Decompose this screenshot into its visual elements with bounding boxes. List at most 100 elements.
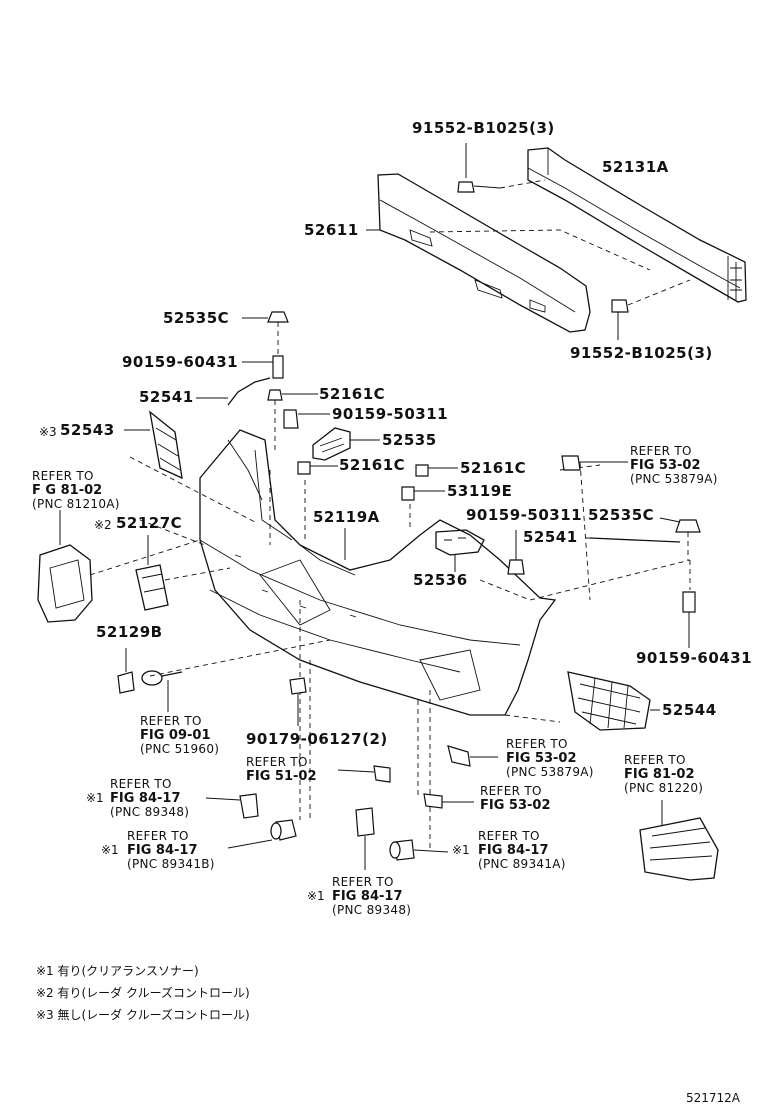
screw-90159-50311-b bbox=[507, 530, 525, 575]
ref-81220-fig: FIG 81-02 bbox=[624, 767, 695, 782]
mark-note-1a: ※1 bbox=[86, 791, 104, 805]
label-52535C-left: 52535C bbox=[163, 309, 229, 327]
ref-53-02-b-line1: REFER TO bbox=[480, 784, 542, 798]
ref-81210-fig: F G 81-02 bbox=[32, 483, 102, 498]
fog-lamp-left bbox=[37, 510, 93, 623]
ref-89348-b-fig: FIG 84-17 bbox=[332, 889, 403, 904]
bracket-52536 bbox=[435, 529, 485, 572]
ref-89341B-fig: FIG 84-17 bbox=[127, 843, 198, 858]
mark-note-1c: ※1 bbox=[452, 843, 470, 857]
label-91552-top: 91552-B1025(3) bbox=[412, 119, 555, 137]
label-52543: 52543 bbox=[60, 421, 115, 439]
ref-89348-b-pnc: (PNC 89348) bbox=[332, 903, 411, 917]
label-52611: 52611 bbox=[304, 221, 359, 239]
ref-51-02-fig: FIG 51-02 bbox=[246, 769, 317, 784]
dash-guide-12 bbox=[479, 559, 691, 601]
legend-note-1: ※1 有り(クリアランスソナー) bbox=[36, 964, 199, 978]
ref-81210-pnc: (PNC 81210A) bbox=[32, 497, 120, 511]
label-52129B: 52129B bbox=[96, 623, 163, 641]
energy-absorber-52611 bbox=[377, 173, 591, 333]
dash-guide-5 bbox=[149, 639, 331, 677]
legend-note-3: ※3 無し(レーダ クルーズコントロール) bbox=[36, 1007, 250, 1022]
dash-guide-16 bbox=[579, 461, 591, 601]
label-52544: 52544 bbox=[662, 701, 717, 719]
cap-52129B bbox=[117, 648, 135, 694]
label-52535: 52535 bbox=[382, 431, 437, 449]
ref-51960-line1: REFER TO bbox=[140, 714, 202, 728]
ref-51-02-line1: REFER TO bbox=[246, 755, 308, 769]
dash-guide-14 bbox=[504, 714, 561, 723]
label-53119E: 53119E bbox=[447, 482, 512, 500]
label-52131A: 52131A bbox=[602, 158, 669, 176]
sensor-89341B bbox=[227, 819, 297, 849]
legend-note-2: ※2 有り(レーダ クルーズコントロール) bbox=[36, 985, 250, 1000]
mark-note-1b: ※1 bbox=[101, 843, 119, 857]
clip-52161C-b bbox=[297, 461, 338, 475]
bracket-51-02 bbox=[337, 765, 391, 783]
ref-53879-mid-line1: REFER TO bbox=[506, 737, 568, 751]
label-52536: 52536 bbox=[413, 571, 468, 589]
ref-53879-mid-fig: FIG 53-02 bbox=[506, 751, 577, 766]
mark-note-1d: ※1 bbox=[307, 889, 325, 903]
ref-89341A-pnc: (PNC 89341A) bbox=[478, 857, 566, 871]
label-52161C-a: 52161C bbox=[319, 385, 385, 403]
label-90179-06127: 90179-06127(2) bbox=[246, 730, 388, 748]
strip-52541-right bbox=[585, 537, 681, 543]
ref-51960-pnc: (PNC 51960) bbox=[140, 742, 219, 756]
ref-51960-fig: FIG 09-01 bbox=[140, 728, 211, 743]
dash-guide-1 bbox=[129, 456, 256, 523]
mark-note-2: ※2 bbox=[94, 518, 112, 532]
clip-52161C-c bbox=[415, 464, 458, 477]
ref-89348-a-fig: FIG 84-17 bbox=[110, 791, 181, 806]
label-90159-50311-a: 90159-50311 bbox=[332, 405, 448, 423]
ref-53-02-b-fig: FIG 53-02 bbox=[480, 798, 551, 813]
clip-52161C-a bbox=[267, 389, 318, 450]
label-52535C-right: 52535C bbox=[588, 506, 654, 524]
grille-52544 bbox=[567, 671, 660, 731]
label-90159-60431-right: 90159-60431 bbox=[636, 649, 752, 667]
bracket-52127C bbox=[135, 535, 169, 611]
ref-89348-a-pnc: (PNC 89348) bbox=[110, 805, 189, 819]
ref-53879-top-pnc: (PNC 53879A) bbox=[630, 472, 718, 486]
label-90159-60431-left: 90159-60431 bbox=[122, 353, 238, 371]
nut-90179-06127 bbox=[289, 677, 307, 726]
bolt-90159-60431-right bbox=[682, 591, 696, 648]
label-90159-50311-b: 90159-50311 bbox=[466, 506, 582, 524]
label-52127C: 52127C bbox=[116, 514, 182, 532]
bumper-reinforcement-52131A bbox=[527, 147, 747, 303]
ref-53879-mid-pnc: (PNC 53879A) bbox=[506, 765, 594, 779]
diagram-id: 521712A bbox=[686, 1091, 741, 1105]
connector-53879-top bbox=[561, 455, 628, 471]
ref-53879-top-line1: REFER TO bbox=[630, 444, 692, 458]
bumper-cover-52119A bbox=[199, 429, 557, 716]
clip-52535C-left bbox=[242, 311, 289, 379]
ref-89348-a-line1: REFER TO bbox=[110, 777, 172, 791]
clip-53119E bbox=[401, 486, 445, 501]
label-52161C-b: 52161C bbox=[339, 456, 405, 474]
ref-89348-b-line1: REFER TO bbox=[332, 875, 394, 889]
label-91552-bottom: 91552-B1025(3) bbox=[570, 344, 713, 362]
tow-hook bbox=[141, 670, 183, 712]
bracket-53879-mid bbox=[447, 745, 498, 767]
bracket-52535 bbox=[312, 427, 380, 461]
label-52541-left: 52541 bbox=[139, 388, 194, 406]
sensor-bracket-89348-b bbox=[355, 807, 375, 870]
dash-guide-2 bbox=[139, 519, 206, 546]
dash-guide-3 bbox=[89, 539, 201, 576]
dash-guide-4 bbox=[164, 567, 231, 581]
ref-89341B-line1: REFER TO bbox=[127, 829, 189, 843]
bolt-91552-bottom bbox=[611, 279, 691, 340]
strip-52541-left bbox=[227, 377, 271, 406]
ref-81220-line1: REFER TO bbox=[624, 753, 686, 767]
ref-81220-pnc: (PNC 81220) bbox=[624, 781, 703, 795]
fog-lamp-right bbox=[639, 800, 719, 881]
ref-89341A-line1: REFER TO bbox=[478, 829, 540, 843]
mark-note-3: ※3 bbox=[39, 425, 57, 439]
ref-53879-top-fig: FIG 53-02 bbox=[630, 458, 701, 473]
label-52161C-c: 52161C bbox=[460, 459, 526, 477]
plate-52543 bbox=[124, 410, 183, 480]
sensor-bracket-89348-a bbox=[205, 793, 259, 819]
leader-dash-absorber bbox=[429, 229, 651, 271]
